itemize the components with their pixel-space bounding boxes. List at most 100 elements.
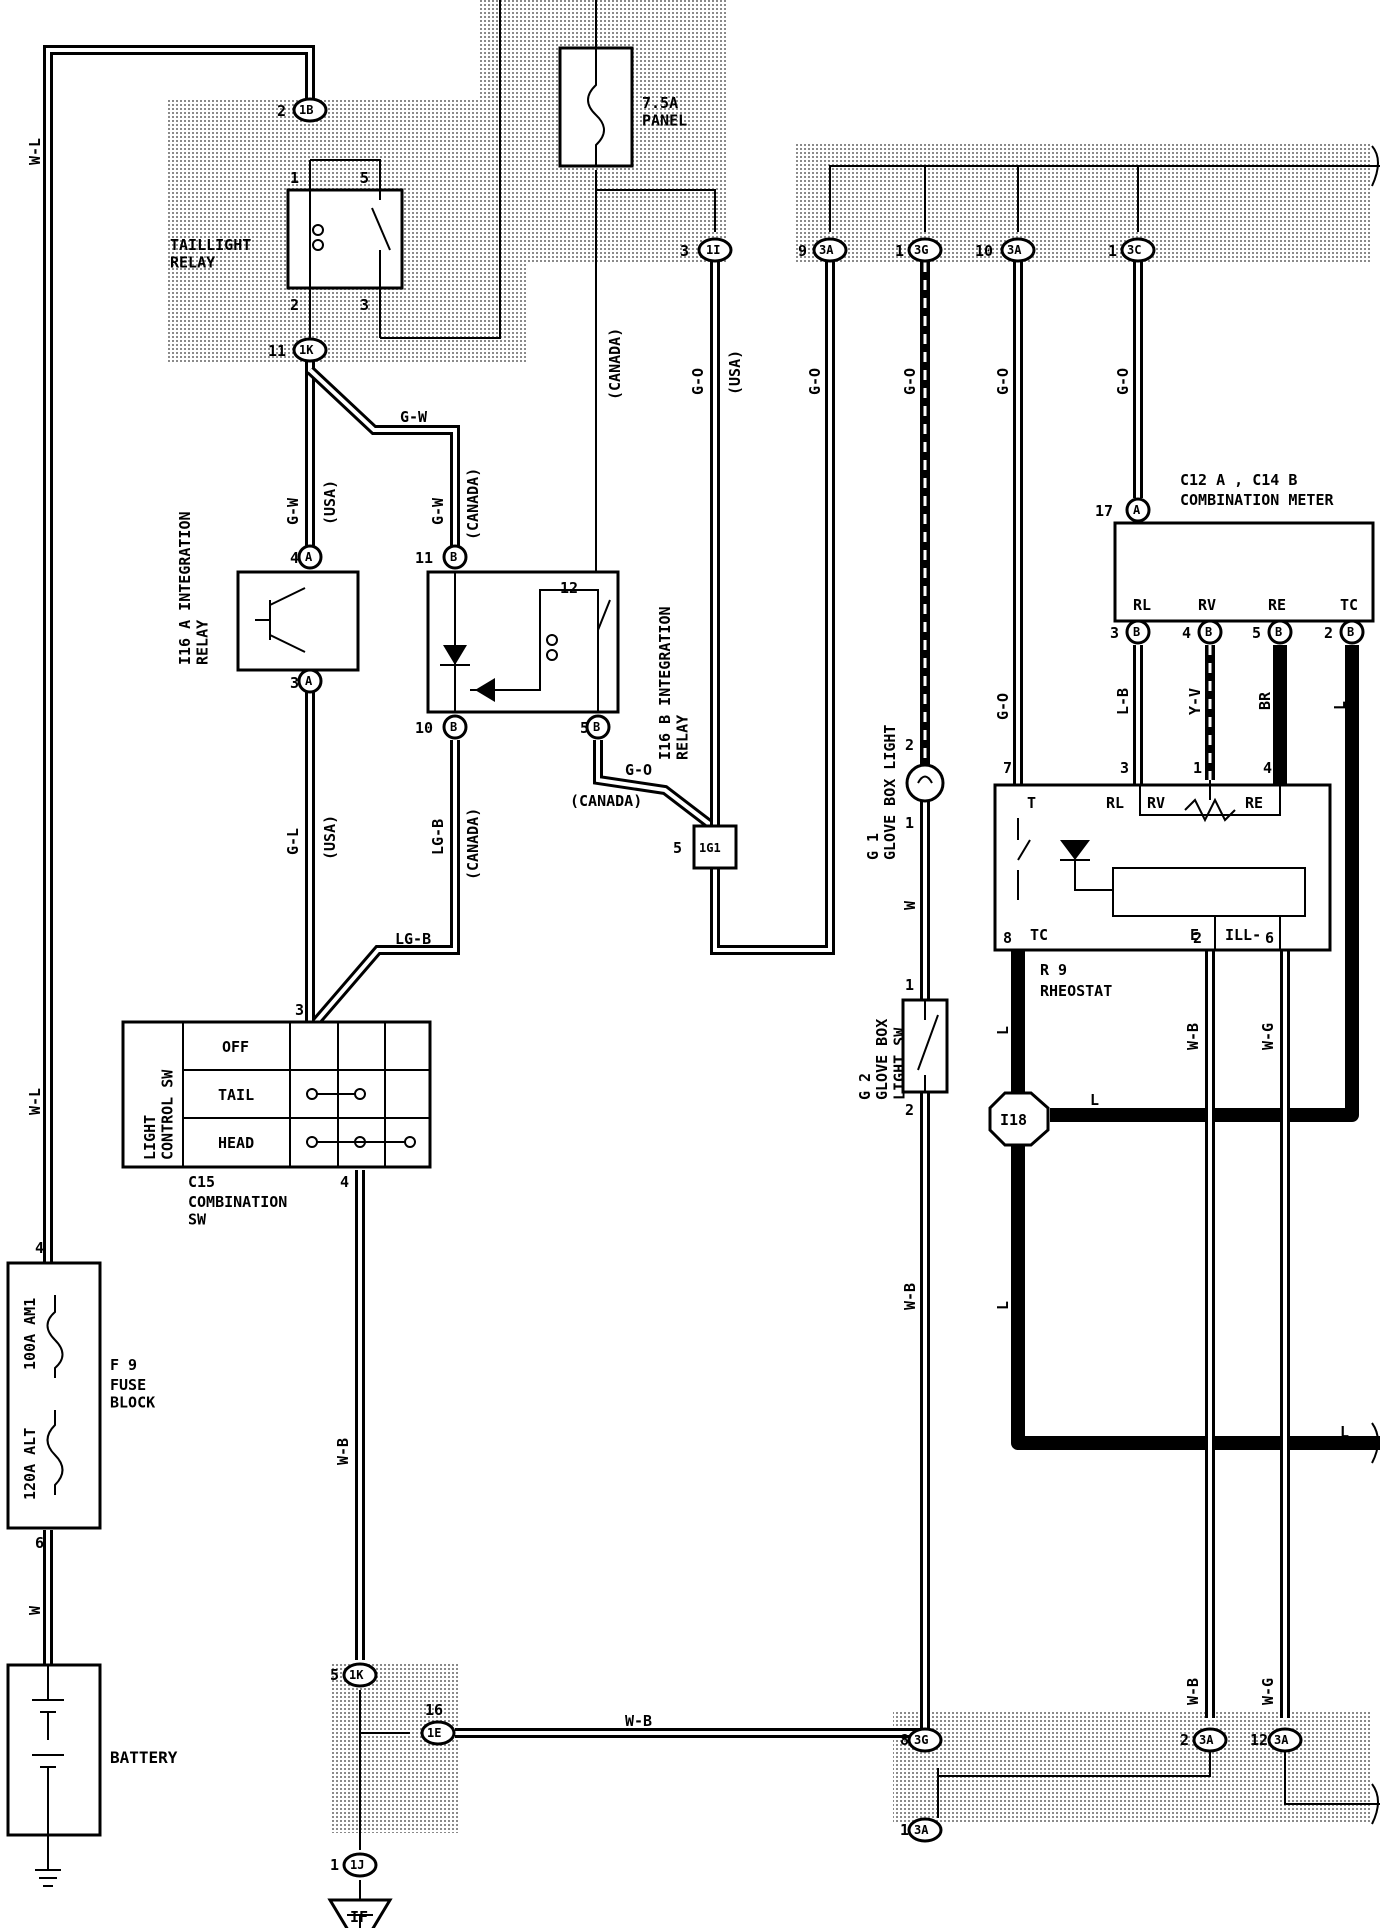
svg-text:Y-V: Y-V bbox=[1186, 688, 1204, 715]
svg-text:OFF: OFF bbox=[222, 1038, 249, 1056]
integration-relay-b: I16 B INTEGRATIONRELAY bbox=[426, 570, 691, 760]
svg-text:W-G: W-G bbox=[1259, 1023, 1277, 1050]
bus-break-bottom bbox=[1371, 1783, 1379, 1825]
wire-meter-bus bbox=[829, 165, 1380, 232]
svg-text:W: W bbox=[26, 1605, 44, 1615]
svg-text:11: 11 bbox=[415, 549, 433, 567]
svg-text:6: 6 bbox=[1265, 929, 1274, 947]
integration-relay-b-label: I16 B INTEGRATIONRELAY bbox=[656, 606, 691, 760]
svg-text:16: 16 bbox=[425, 1701, 443, 1719]
svg-text:L: L bbox=[994, 1026, 1012, 1035]
svg-text:2: 2 bbox=[1180, 1731, 1189, 1749]
svg-text:2: 2 bbox=[905, 1101, 914, 1119]
svg-text:B: B bbox=[593, 720, 600, 734]
svg-text:100A AM1: 100A AM1 bbox=[21, 1298, 39, 1370]
svg-text:GLOVE BOXLIGHT SW: GLOVE BOXLIGHT SW bbox=[873, 1019, 908, 1100]
svg-text:G-W: G-W bbox=[400, 408, 428, 426]
junction-block-shade-top-right bbox=[795, 143, 1370, 264]
svg-text:LG-B: LG-B bbox=[429, 819, 447, 855]
svg-text:W-G: W-G bbox=[1259, 1678, 1277, 1705]
svg-text:3A: 3A bbox=[1007, 243, 1022, 257]
svg-text:C15: C15 bbox=[188, 1173, 215, 1191]
svg-text:4: 4 bbox=[1263, 759, 1272, 777]
svg-text:10: 10 bbox=[975, 242, 993, 260]
svg-text:G-W: G-W bbox=[429, 497, 447, 525]
glove-box-light: G 1 GLOVE BOX LIGHT bbox=[864, 725, 945, 860]
svg-text:COMBINATION METER: COMBINATION METER bbox=[1180, 491, 1334, 509]
svg-text:1E: 1E bbox=[427, 1726, 441, 1740]
svg-text:A: A bbox=[305, 550, 313, 564]
svg-text:RHEOSTAT: RHEOSTAT bbox=[1040, 982, 1112, 1000]
svg-text:3C: 3C bbox=[1127, 243, 1141, 257]
svg-text:B: B bbox=[1133, 625, 1140, 639]
svg-text:10: 10 bbox=[415, 719, 433, 737]
svg-text:2: 2 bbox=[277, 102, 286, 120]
wire-1g1-to-3a bbox=[710, 262, 835, 955]
combination-meter: RL RV RE TC C12 A , C14 B COMBINATION ME… bbox=[1113, 471, 1375, 623]
integration-relay-a: I16 A INTEGRATIONRELAY bbox=[176, 511, 360, 672]
svg-text:1: 1 bbox=[1193, 759, 1202, 777]
svg-text:3A: 3A bbox=[1274, 1733, 1289, 1747]
svg-text:3A: 3A bbox=[1199, 1733, 1214, 1747]
svg-text:L: L bbox=[1331, 701, 1349, 710]
connector-symbols: 1B 1K 1I 3A 3G 3A 3C A A B B B A B B B B… bbox=[292, 97, 1365, 1878]
svg-text:W-B: W-B bbox=[625, 1712, 652, 1730]
svg-text:7: 7 bbox=[1003, 759, 1012, 777]
svg-text:11: 11 bbox=[268, 342, 286, 360]
svg-text:(USA): (USA) bbox=[321, 815, 339, 860]
svg-text:RV: RV bbox=[1147, 794, 1165, 812]
svg-text:1K: 1K bbox=[349, 1668, 364, 1682]
svg-text:B: B bbox=[1205, 625, 1212, 639]
svg-text:RV: RV bbox=[1198, 596, 1216, 614]
svg-text:B: B bbox=[450, 550, 457, 564]
wire-lg-b bbox=[312, 740, 460, 1026]
bus-break-l bbox=[1371, 1422, 1379, 1464]
battery: BATTERY bbox=[6, 1663, 178, 1887]
svg-text:4: 4 bbox=[290, 549, 299, 567]
svg-text:1: 1 bbox=[900, 1821, 909, 1839]
bus-break-top bbox=[1371, 145, 1379, 187]
svg-text:4: 4 bbox=[1182, 624, 1191, 642]
svg-text:5: 5 bbox=[360, 169, 369, 187]
svg-text:A: A bbox=[305, 674, 313, 688]
svg-text:3A: 3A bbox=[819, 243, 834, 257]
wire-labels: W-L W-L G-W G-W (USA) G-W (CANADA) (CANA… bbox=[26, 138, 1349, 1730]
glove-box-light-switch: G 2 GLOVE BOXLIGHT SW bbox=[856, 998, 949, 1100]
svg-text:5: 5 bbox=[580, 719, 589, 737]
svg-text:L: L bbox=[1090, 1091, 1099, 1109]
wire-bottom-bus-right bbox=[1284, 1750, 1380, 1805]
svg-text:G-O: G-O bbox=[1114, 368, 1132, 395]
svg-text:BR: BR bbox=[1256, 691, 1274, 710]
svg-text:4: 4 bbox=[35, 1239, 44, 1257]
svg-text:8: 8 bbox=[1003, 929, 1012, 947]
wire-w-l bbox=[43, 45, 315, 1263]
svg-text:E: E bbox=[1190, 926, 1199, 944]
svg-text:G-W: G-W bbox=[284, 497, 302, 525]
svg-text:G-O: G-O bbox=[994, 368, 1012, 395]
svg-text:(USA): (USA) bbox=[726, 350, 744, 395]
svg-text:3: 3 bbox=[295, 1001, 304, 1019]
svg-text:1: 1 bbox=[905, 814, 914, 832]
svg-text:B: B bbox=[1275, 625, 1282, 639]
svg-text:G-O: G-O bbox=[901, 368, 919, 395]
svg-text:1: 1 bbox=[1108, 242, 1117, 260]
svg-text:(CANADA): (CANADA) bbox=[570, 792, 642, 810]
svg-text:5: 5 bbox=[673, 839, 682, 857]
svg-text:1: 1 bbox=[895, 242, 904, 260]
svg-text:G 1: G 1 bbox=[864, 833, 882, 860]
wire-g-o-canada bbox=[593, 740, 716, 830]
svg-text:1G1: 1G1 bbox=[699, 841, 721, 855]
svg-text:4: 4 bbox=[340, 1173, 349, 1191]
svg-text:5: 5 bbox=[330, 1666, 339, 1684]
svg-text:6: 6 bbox=[35, 1534, 44, 1552]
svg-text:G-L: G-L bbox=[284, 828, 302, 855]
svg-text:1B: 1B bbox=[299, 103, 313, 117]
svg-text:W-B: W-B bbox=[901, 1283, 919, 1310]
